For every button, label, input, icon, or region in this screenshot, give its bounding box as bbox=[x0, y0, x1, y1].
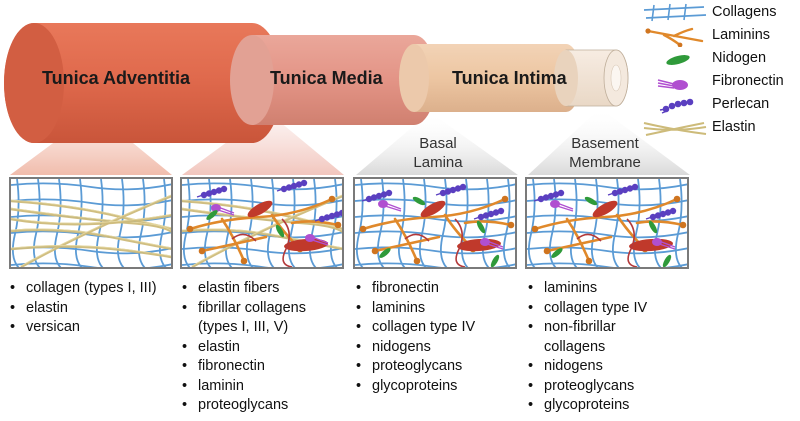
list-item: fibronectin bbox=[178, 357, 306, 377]
list-item: laminins bbox=[524, 279, 647, 299]
laminin-icon bbox=[645, 27, 704, 47]
fibronectin-icon bbox=[657, 79, 688, 90]
fibronectin-molecules bbox=[550, 200, 676, 250]
label-basal-lamina: Basal Lamina bbox=[413, 135, 463, 171]
elastin-icon bbox=[643, 122, 707, 136]
list-media-components: elastin fibers fibrillar collagens (type… bbox=[178, 279, 306, 416]
label-tunica-media: Tunica Media bbox=[270, 68, 383, 88]
perlecan-icon bbox=[659, 98, 694, 114]
list-item: laminins bbox=[352, 299, 475, 319]
perlecan-clusters bbox=[361, 183, 505, 221]
list-item-continuation: collagens bbox=[544, 338, 606, 355]
list-item: glycoproteins bbox=[352, 377, 475, 397]
legend-row-fibronectin: Fibronectin bbox=[640, 71, 800, 94]
collagen-mesh bbox=[11, 179, 171, 267]
list-adventitia-components: collagen (types I, III) elastin versican bbox=[6, 279, 157, 338]
nidogen-molecules bbox=[379, 196, 500, 267]
label-tunica-adventitia: Tunica Adventitia bbox=[42, 68, 191, 88]
legend-label: Fibronectin bbox=[712, 73, 784, 89]
list-item-continuation: (types I, III, V) bbox=[198, 319, 289, 335]
nidogen-molecules bbox=[206, 210, 285, 238]
intima-projection bbox=[356, 112, 518, 175]
perlecan-clusters bbox=[196, 179, 342, 223]
list-basal-lamina-components: fibronectin laminins collagen type IV ni… bbox=[352, 279, 475, 396]
fibronectin-molecules bbox=[211, 204, 329, 246]
list-item: glycoproteins bbox=[524, 396, 647, 416]
membrane-projection bbox=[528, 108, 690, 175]
list-item: proteoglycans bbox=[178, 396, 306, 416]
adventitia-projection bbox=[10, 112, 172, 175]
legend-row-nidogen: Nidogen bbox=[640, 48, 800, 71]
elastin-fibers bbox=[11, 194, 171, 267]
legend-row-laminins: Laminins bbox=[640, 25, 800, 48]
list-item: fibrillar collagens bbox=[178, 299, 306, 319]
intima-layer bbox=[414, 44, 581, 112]
legend-label: Perlecan bbox=[712, 96, 770, 112]
list-item: nidogens bbox=[524, 357, 647, 377]
list-item: proteoglycans bbox=[524, 377, 647, 397]
adventitia-layer bbox=[4, 23, 282, 143]
panel-adventitia-matrix bbox=[9, 177, 173, 269]
red-fiber-bundles bbox=[404, 200, 501, 267]
label-tunica-intima: Tunica Intima bbox=[452, 68, 567, 88]
legend-label: Elastin bbox=[712, 119, 756, 135]
list-item: laminin bbox=[178, 377, 306, 397]
label-basement-membrane: Basement Membrane bbox=[569, 135, 641, 171]
list-item: proteoglycans bbox=[352, 357, 475, 377]
list-item: non-fibrillar bbox=[524, 318, 647, 338]
collagen-mesh bbox=[527, 179, 687, 267]
legend-row-collagens: Collagens bbox=[640, 2, 800, 25]
media-layer bbox=[252, 35, 436, 125]
panel-media-matrix bbox=[180, 177, 344, 269]
laminin-network bbox=[359, 195, 515, 265]
list-item: elastin bbox=[6, 299, 157, 319]
panel-basal-lamina-matrix bbox=[353, 177, 517, 269]
fibronectin-molecules bbox=[378, 200, 504, 250]
media-projection bbox=[182, 112, 344, 175]
perlecan-clusters bbox=[533, 183, 677, 221]
list-item: collagen (types I, III) bbox=[6, 279, 157, 299]
legend: Collagens Laminins Nidogen Fibronectin bbox=[640, 2, 800, 140]
list-item: elastin bbox=[178, 338, 306, 358]
collagen-icon bbox=[643, 3, 707, 22]
list-item: elastin fibers bbox=[178, 279, 306, 299]
nidogen-icon bbox=[666, 55, 690, 65]
legend-label: Collagens bbox=[712, 4, 777, 20]
list-item: versican bbox=[6, 318, 157, 338]
list-basement-membrane-components: laminins collagen type IV non-fibrillar … bbox=[524, 279, 647, 416]
list-item: collagen type IV bbox=[524, 299, 647, 319]
panel-basement-membrane-matrix bbox=[525, 177, 689, 269]
legend-row-perlecan: Perlecan bbox=[640, 94, 800, 117]
legend-label: Laminins bbox=[712, 27, 771, 43]
legend-row-elastin: Elastin bbox=[640, 117, 800, 140]
legend-label: Nidogen bbox=[712, 50, 767, 66]
list-item: nidogens bbox=[352, 338, 475, 358]
list-item: collagen type IV bbox=[352, 318, 475, 338]
nidogen-molecules bbox=[551, 196, 672, 267]
list-item: fibronectin bbox=[352, 279, 475, 299]
